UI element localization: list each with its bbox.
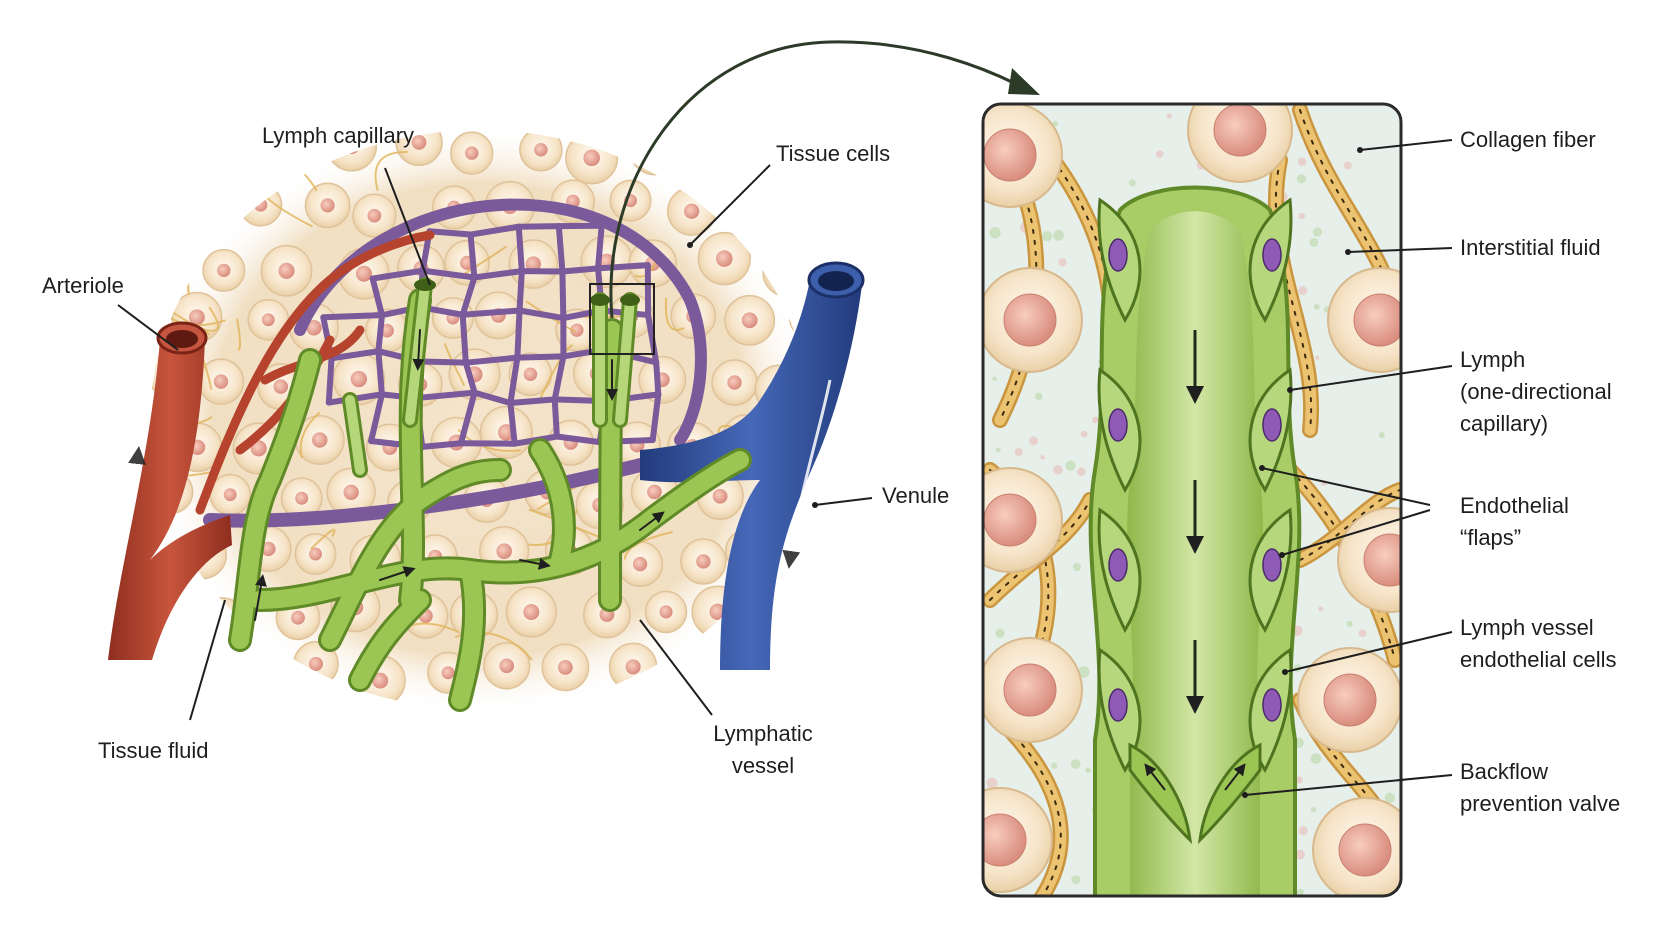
tissue-cell xyxy=(150,130,189,173)
zoom-arrow-icon xyxy=(1008,68,1040,95)
leader-tissue-cells xyxy=(689,164,771,246)
label-tissue-fluid: Tissue fluid xyxy=(98,738,209,763)
leader-endothelial-cells xyxy=(1284,631,1453,673)
label-endothelial-flaps-line2: “flaps” xyxy=(1460,525,1522,550)
lymph-capillary-vessel xyxy=(1088,185,1302,896)
label-interstitial-fluid: Interstitial fluid xyxy=(1460,235,1601,260)
tissue-cell xyxy=(184,649,227,693)
label-arteriole: Arteriole xyxy=(42,273,124,298)
leader-interstitial-fluid xyxy=(1347,247,1453,253)
label-endothelial-flaps: Endothelial “flaps” xyxy=(1460,490,1569,554)
panel-tissue-cells xyxy=(983,104,1401,896)
endothelial-flaps xyxy=(1097,197,1293,774)
leader-arteriole xyxy=(117,304,179,351)
label-endothelial-cells-line2: endothelial cells xyxy=(1460,647,1617,672)
label-endothelial-cells-line1: Lymph vessel xyxy=(1460,615,1594,640)
tissue-cell xyxy=(628,130,682,176)
backflow-valve xyxy=(1128,742,1262,845)
tissue-cell xyxy=(791,181,810,233)
leader-tissue-fluid xyxy=(189,599,226,721)
leader-flaps-b xyxy=(1281,509,1431,556)
leader-lymphatic-vessel xyxy=(639,619,713,716)
venule xyxy=(640,261,865,670)
detail-panel xyxy=(981,102,1403,898)
label-collagen-fiber: Collagen fiber xyxy=(1460,127,1596,152)
label-lymph: Lymph (one-directional capillary) xyxy=(1460,344,1612,440)
label-backflow-valve-line1: Backflow xyxy=(1460,759,1549,784)
tissue-cell xyxy=(769,598,810,646)
leader-flaps-a xyxy=(1261,467,1431,506)
label-lymphatic-vessel: Lymphatic vessel xyxy=(688,718,838,782)
label-lymphatic-vessel-line2: vessel xyxy=(731,753,795,778)
label-backflow-valve: Backflow prevention valve xyxy=(1460,756,1620,820)
leader-venule xyxy=(814,497,873,506)
tissue-cell xyxy=(694,130,743,173)
label-backflow-valve-line2: prevention valve xyxy=(1460,791,1621,816)
leader-valve xyxy=(1244,774,1453,796)
label-lymphatic-vessel-line1: Lymphatic xyxy=(713,721,813,746)
tissue-cell xyxy=(742,181,789,229)
label-tissue-cells: Tissue cells xyxy=(776,141,891,166)
lymphatic-network xyxy=(228,277,752,712)
leader-lymph-capillary xyxy=(384,167,431,286)
tissue-cell xyxy=(200,130,248,173)
tissue-cell xyxy=(795,531,810,585)
label-lymph-line1: Lymph xyxy=(1460,347,1526,372)
leader-lines xyxy=(117,139,1453,796)
label-lymph-vessel-endothelial-cells: Lymph vessel endothelial cells xyxy=(1460,612,1617,676)
label-lymph-line3: capillary) xyxy=(1460,411,1549,436)
arteriole xyxy=(108,321,232,660)
label-lymph-capillary: Lymph capillary xyxy=(262,123,415,148)
label-endothelial-flaps-line1: Endothelial xyxy=(1460,493,1569,518)
tissue-cell xyxy=(675,650,719,694)
leader-collagen-fiber xyxy=(1359,139,1453,151)
label-lymph-line2: (one-directional xyxy=(1460,379,1612,404)
tissue-cell xyxy=(186,184,231,230)
label-venule: Venule xyxy=(882,483,950,508)
tissue-cell xyxy=(785,652,810,696)
leader-lymph xyxy=(1289,365,1453,391)
zoom-indicator xyxy=(589,40,1040,355)
tissue-cell xyxy=(150,242,189,288)
